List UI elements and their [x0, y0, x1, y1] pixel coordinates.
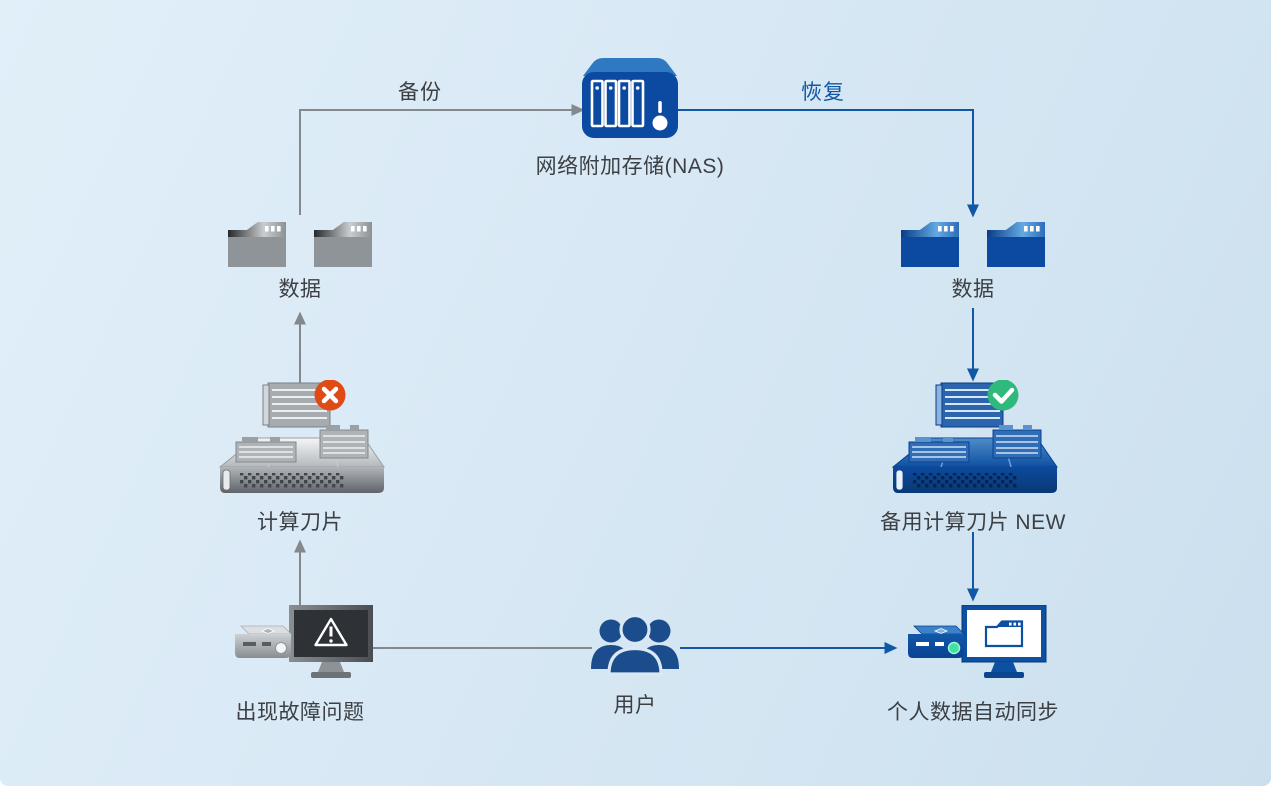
folder-sync-icon: [984, 620, 1024, 648]
nas-storage-icon: [582, 58, 678, 138]
blade-server-gray-icon: [218, 380, 385, 493]
desktop-warning-icon: [235, 605, 373, 678]
success-check-icon: [987, 380, 1019, 411]
warning-triangle-icon: [314, 617, 348, 647]
node-data-left: 数据: [210, 222, 390, 303]
blade-server-blue-icon: [891, 380, 1058, 493]
node-blade-spare: 备用计算刀片 NEW: [880, 380, 1065, 536]
desktop-sync-icon: [908, 605, 1047, 678]
folder-gray-icon: [314, 222, 372, 267]
users-icon: [591, 613, 679, 676]
node-users: 用户: [589, 612, 681, 719]
pc-failed-label: 出现故障问题: [235, 701, 365, 724]
nas-label: 网络附加存储(NAS): [535, 155, 725, 178]
data-left-label: 数据: [278, 278, 322, 301]
node-pc-sync: 个人数据自动同步: [887, 605, 1059, 726]
folder-gray-icon: [228, 222, 286, 267]
data-right-label: 数据: [951, 278, 995, 301]
node-pc-failed: 出现故障问题: [225, 605, 375, 726]
restore-edge-label: 恢复: [801, 81, 845, 104]
folder-blue-icon: [987, 222, 1045, 267]
pc-sync-label: 个人数据自动同步: [887, 701, 1059, 724]
node-data-right: 数据: [883, 222, 1063, 303]
backup-edge-label: 备份: [398, 81, 442, 104]
node-nas: 网络附加存储(NAS): [500, 56, 760, 180]
node-blade-failed: 计算刀片: [212, 380, 388, 536]
error-x-icon: [314, 380, 346, 411]
folder-blue-icon: [901, 222, 959, 267]
users-label: 用户: [613, 694, 657, 717]
blade-failed-label: 计算刀片: [257, 511, 343, 534]
blade-spare-label: 备用计算刀片 NEW: [880, 511, 1066, 534]
